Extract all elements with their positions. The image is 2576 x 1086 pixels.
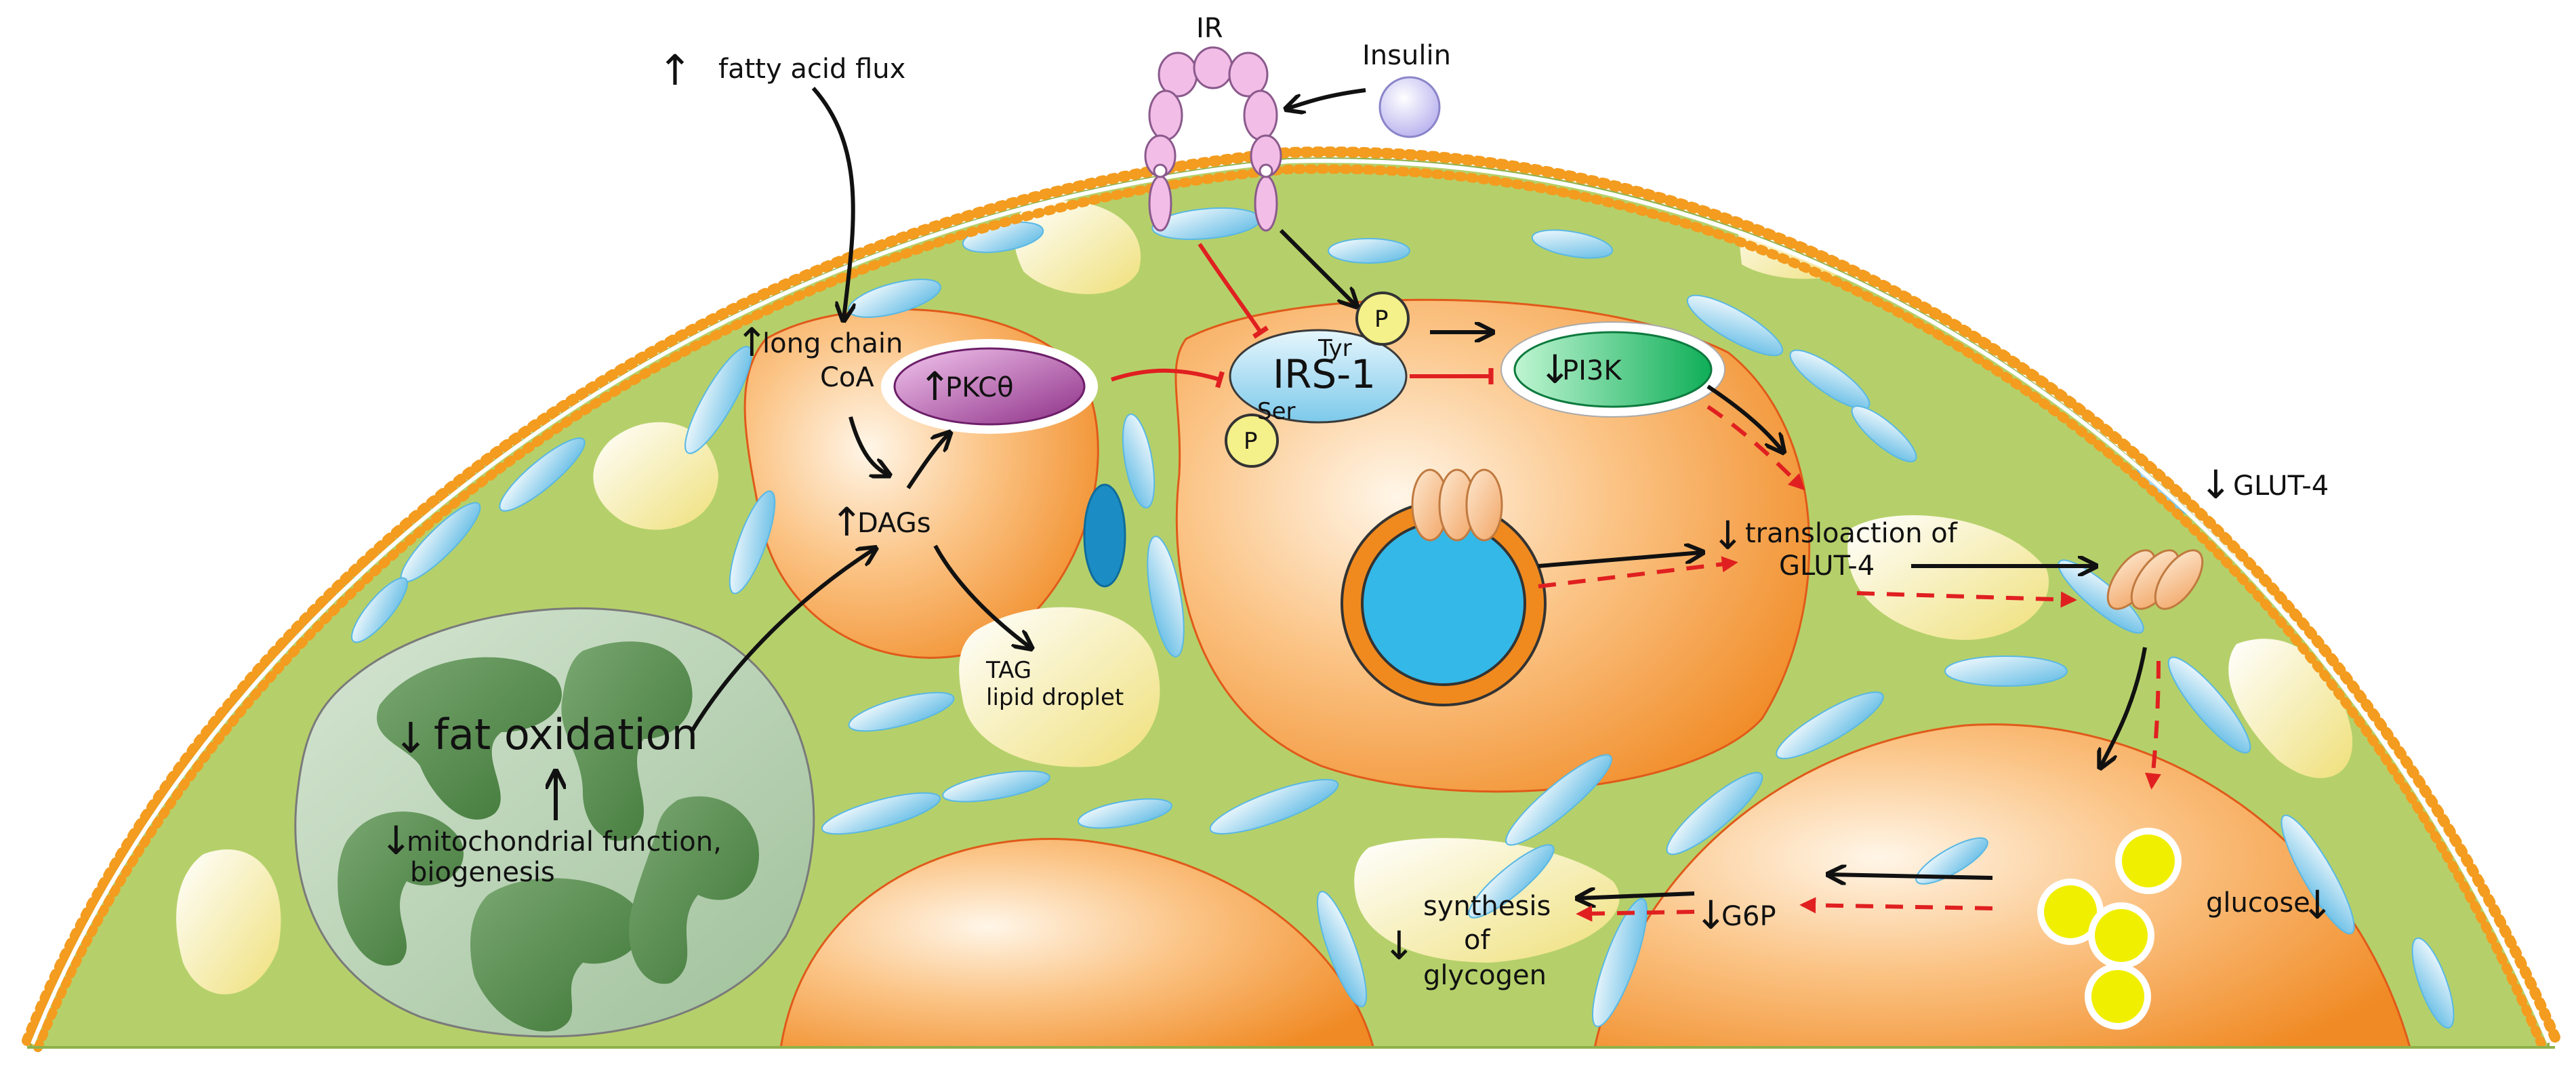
sarcolemma-core bbox=[30, 159, 2551, 1045]
mitochondrial-function-label: mitochondrial function, bbox=[407, 826, 722, 858]
fatty-acid-flux-label: fatty acid flux bbox=[718, 54, 905, 85]
synthesis-glycogen-label: synthesis bbox=[1423, 891, 1551, 922]
sr-tubule-dark bbox=[1083, 483, 1126, 588]
sarcolemma-outer bbox=[22, 146, 2560, 1046]
tag-label: TAG bbox=[985, 657, 1031, 684]
insulin-icon bbox=[1378, 76, 1441, 138]
sarcolemma-inner bbox=[33, 164, 2548, 1052]
arrow-down-icon: ↓ bbox=[1711, 512, 1744, 559]
arrow-down-icon: ↓ bbox=[1694, 892, 1727, 938]
fibre-lower-left bbox=[778, 838, 1377, 1047]
pi3k-label: PI3K bbox=[1562, 355, 1622, 386]
phosphate-tyr-icon bbox=[1355, 291, 1410, 346]
phosphate-ser-label: P bbox=[1244, 428, 1258, 455]
synthesis-glycogen-label: of bbox=[1464, 925, 1490, 956]
tyr-label: Tyr bbox=[1317, 335, 1352, 362]
fat-region bbox=[176, 849, 281, 994]
arrow-up-icon: ↑ bbox=[735, 319, 769, 365]
ser-label: Ser bbox=[1257, 398, 1296, 425]
glucose-icon bbox=[2037, 828, 2182, 1030]
long-chain-label: long chain bbox=[762, 328, 903, 359]
pkc-theta-body bbox=[893, 347, 1086, 426]
translocation-label: GLUT-4 bbox=[1779, 550, 1875, 582]
inhibition-lines bbox=[1111, 243, 1494, 388]
arrow-up-icon: ↑ bbox=[918, 363, 952, 409]
phosphate-tyr-label: P bbox=[1374, 306, 1389, 333]
arrow-down-icon: ↓ bbox=[1383, 923, 1416, 969]
fat-region bbox=[1847, 515, 2049, 640]
lipid-droplet bbox=[959, 607, 1160, 767]
glut4-transporter-vesicle-icon bbox=[1411, 468, 1503, 542]
glut4-label: GLUT-4 bbox=[2233, 470, 2329, 502]
insulin-receptor-icon bbox=[1144, 46, 1282, 232]
lipid-droplet-label: lipid droplet bbox=[986, 684, 1124, 711]
fat-region bbox=[1014, 200, 1141, 294]
arrow-down-icon: ↓ bbox=[393, 713, 428, 763]
irs1-label: IRS-1 bbox=[1273, 351, 1376, 397]
glut4-vesicle-lumen bbox=[1361, 521, 1526, 686]
pi3k-body bbox=[1513, 331, 1713, 408]
sarcoplasmic-reticulum bbox=[351, 207, 2455, 1029]
arrow-up-icon: ↑ bbox=[830, 499, 863, 545]
pathway-arrows bbox=[556, 87, 2147, 898]
irs1-icon bbox=[1229, 329, 1408, 424]
fat-oxidation-label: fat oxidation bbox=[434, 710, 698, 759]
dags-label: DAGs bbox=[857, 508, 931, 539]
arrow-down-icon: ↓ bbox=[2301, 882, 2334, 928]
insulin-label: Insulin bbox=[1362, 40, 1451, 71]
glut4-transporter-membrane-icon bbox=[2106, 549, 2204, 610]
coa-label: CoA bbox=[820, 362, 874, 393]
mitochondrial-cristae bbox=[338, 641, 759, 1032]
g6p-label: G6P bbox=[1721, 901, 1776, 932]
arrow-down-icon: ↓ bbox=[2199, 462, 2232, 508]
arrow-down-icon: ↓ bbox=[1538, 346, 1572, 393]
pkc-theta-label: PKCθ bbox=[945, 372, 1014, 403]
arrow-up-icon: ↑ bbox=[657, 45, 693, 95]
impaired-pathway-arrows bbox=[1538, 405, 2161, 922]
phosphate-ser-icon bbox=[1225, 414, 1279, 468]
ir-label: IR bbox=[1196, 13, 1223, 44]
arrow-down-icon: ↓ bbox=[380, 818, 413, 864]
translocation-label: transloaction of bbox=[1745, 518, 1958, 549]
glucose-label: glucose bbox=[2206, 887, 2310, 919]
synthesis-glycogen-label: glycogen bbox=[1423, 960, 1547, 991]
mitochondrial-function-label: biogenesis bbox=[410, 857, 555, 888]
